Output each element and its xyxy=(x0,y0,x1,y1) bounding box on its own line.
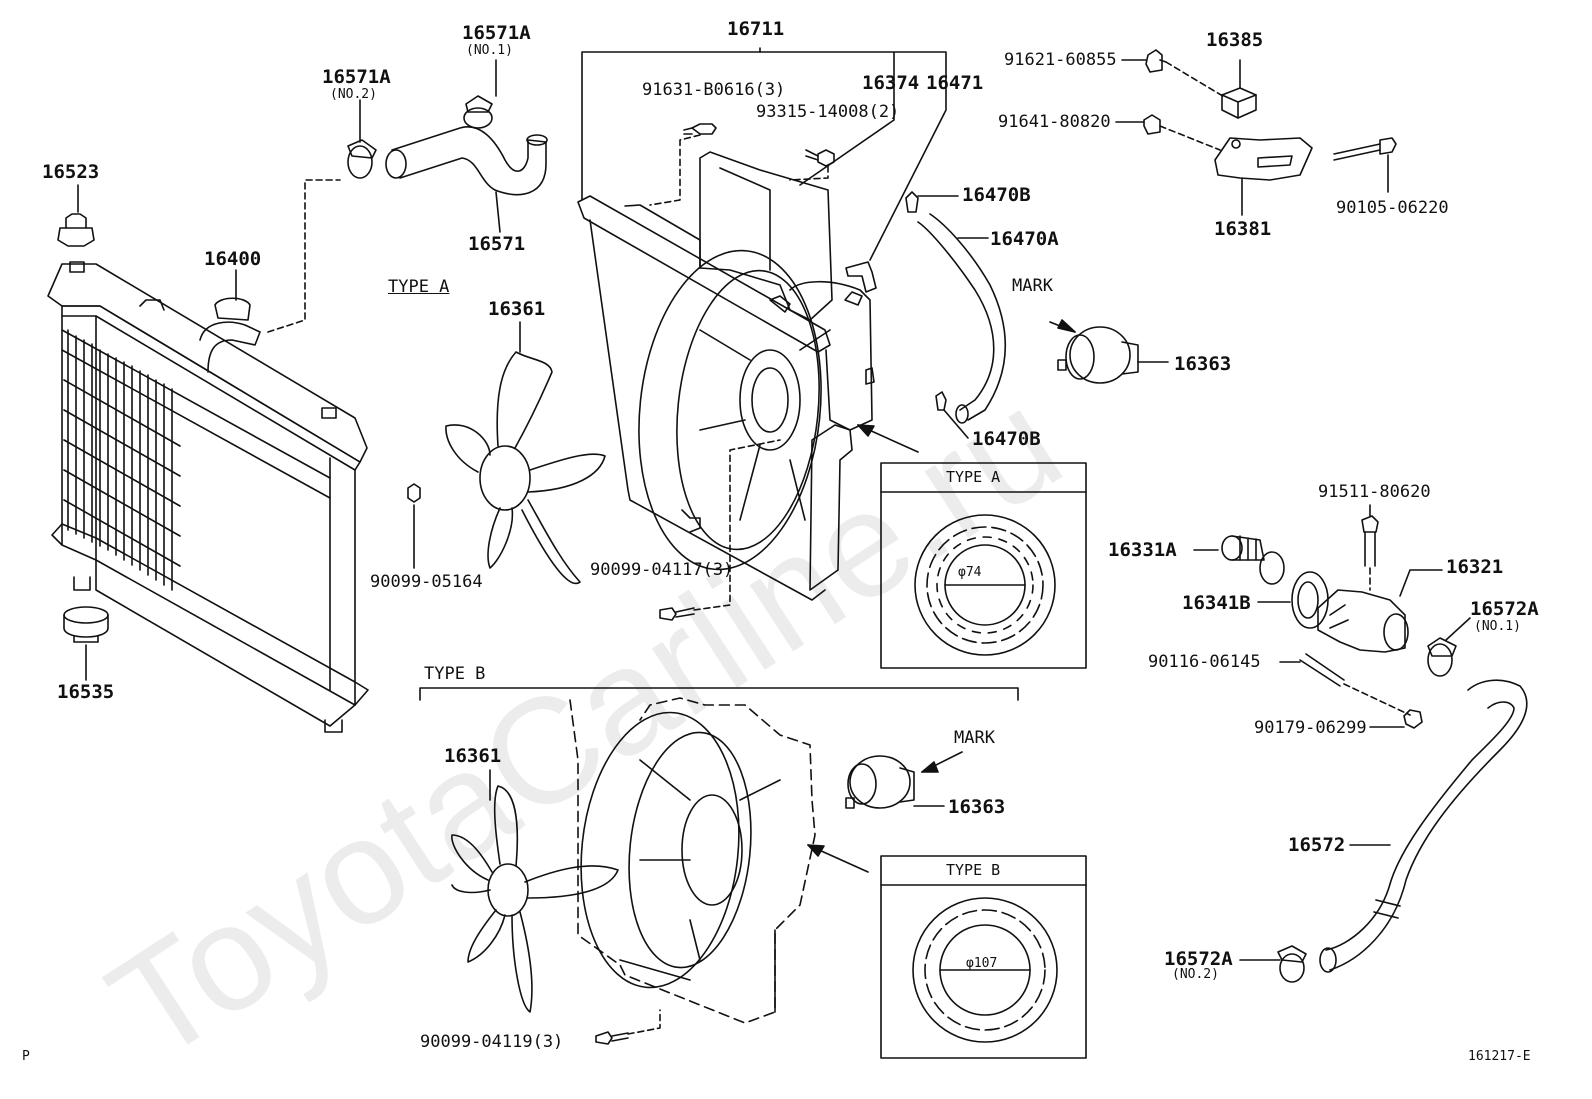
clamp-16572A-no2 xyxy=(1277,945,1307,983)
label-16400: 16400 xyxy=(204,248,262,270)
bolt-91641 xyxy=(1143,114,1161,135)
label-16571A-no1-note: (NO.1) xyxy=(466,43,513,58)
screw-90099-04119 xyxy=(595,1031,629,1045)
fan-shroud-type-a xyxy=(577,151,875,601)
label-16571A-no1: 16571A xyxy=(462,22,531,44)
clamp-16571A-no2 xyxy=(347,139,377,179)
hose-16470A xyxy=(917,213,1006,424)
detail-a-title: TYPE A xyxy=(946,468,1001,486)
label-16361-a: 16361 xyxy=(488,298,546,320)
label-16572A-no1-note: (NO.1) xyxy=(1474,619,1521,634)
detail-b-title: TYPE B xyxy=(946,861,1001,879)
bracket-16381 xyxy=(1214,137,1313,181)
label-16523: 16523 xyxy=(42,161,100,183)
fan-shroud-type-b xyxy=(569,697,816,1024)
detail-box-type-a xyxy=(880,462,1087,669)
bolt-91511 xyxy=(1361,515,1379,567)
fan-motor-16363-a xyxy=(1057,326,1139,384)
corner-left-mark: P xyxy=(22,1049,30,1064)
label-16470B-bottom: 16470B xyxy=(972,428,1041,450)
gasket-16341B xyxy=(1291,571,1329,629)
label-16572A-no2: 16572A xyxy=(1164,948,1233,970)
figure-number: 161217-E xyxy=(1468,1049,1531,1064)
thermostat-16331A xyxy=(1221,535,1285,585)
clamp-16572A-no1 xyxy=(1427,637,1457,677)
block-16385 xyxy=(1221,87,1257,119)
bracket-16711 xyxy=(581,51,947,261)
fan-motor-16363-b xyxy=(845,755,915,809)
label-90099-04119: 90099-04119(3) xyxy=(420,1032,564,1052)
label-16571: 16571 xyxy=(468,233,526,255)
label-16374: 16374 xyxy=(862,72,920,94)
label-16470A: 16470A xyxy=(990,228,1059,250)
label-91631-b0616: 91631-B0616(3) xyxy=(642,80,786,100)
bracket-type-b xyxy=(419,687,1019,701)
radiator-drawing xyxy=(47,261,369,733)
bolt-90105 xyxy=(1333,137,1397,161)
label-93315-14008: 93315-14008(2) xyxy=(756,102,900,122)
label-90179-06299: 90179-06299 xyxy=(1254,718,1367,738)
label-16471: 16471 xyxy=(926,72,984,94)
label-type-a: TYPE A xyxy=(388,277,450,297)
label-90099-05164: 90099-05164 xyxy=(370,572,483,592)
label-16572: 16572 xyxy=(1288,834,1346,856)
label-90099-04117: 90099-04117(3) xyxy=(590,560,734,580)
clip-16470B-bottom xyxy=(935,391,947,411)
label-16571A-no2-note: (NO.2) xyxy=(330,87,377,102)
screw-90099-04117 xyxy=(659,607,695,621)
label-16381: 16381 xyxy=(1214,218,1272,240)
water-inlet-16321 xyxy=(1317,589,1409,653)
label-mark-a: MARK xyxy=(1012,276,1053,296)
bolt-91621 xyxy=(1145,49,1167,73)
nut-90179 xyxy=(1403,709,1423,729)
label-16363-b: 16363 xyxy=(948,796,1006,818)
bolt-91631 xyxy=(683,123,717,135)
label-16321: 16321 xyxy=(1446,556,1504,578)
label-16361-b: 16361 xyxy=(444,745,502,767)
label-16711: 16711 xyxy=(727,18,785,40)
fan-blade-type-a xyxy=(445,351,606,585)
hose-16571 xyxy=(385,126,548,196)
label-16572A-no2-note: (NO.2) xyxy=(1172,967,1219,982)
label-type-b: TYPE B xyxy=(424,664,486,684)
label-16535: 16535 xyxy=(57,681,115,703)
bolt-93315 xyxy=(805,149,835,167)
label-91641-80820: 91641-80820 xyxy=(998,112,1111,132)
label-16363-a: 16363 xyxy=(1174,353,1232,375)
bracket-16471 xyxy=(845,261,877,293)
label-16571A-no2: 16571A xyxy=(322,66,391,88)
detail-box-type-b xyxy=(880,855,1087,1059)
nut-90099-05164 xyxy=(407,483,421,503)
cushion-16523 xyxy=(57,213,95,247)
label-16331A: 16331A xyxy=(1108,539,1177,561)
label-16470B-top: 16470B xyxy=(962,184,1031,206)
label-90105-06220: 90105-06220 xyxy=(1336,198,1449,218)
label-16341B: 16341B xyxy=(1182,592,1251,614)
label-91621-60855: 91621-60855 xyxy=(1004,50,1117,70)
label-90116-06145: 90116-06145 xyxy=(1148,652,1261,672)
hose-16572 xyxy=(1319,679,1528,973)
cushion-16535 xyxy=(63,606,109,643)
stud-90116 xyxy=(1299,653,1345,687)
detail-a-dimension: φ74 xyxy=(958,565,982,580)
label-mark-b: MARK xyxy=(954,728,995,748)
fan-blade-type-b xyxy=(451,785,619,1013)
label-16572A-no1: 16572A xyxy=(1470,598,1539,620)
label-91511-80620: 91511-80620 xyxy=(1318,482,1431,502)
clip-16470B-top xyxy=(905,191,919,213)
label-16385: 16385 xyxy=(1206,29,1264,51)
clamp-16571A-no1 xyxy=(463,95,493,129)
detail-b-dimension: φ107 xyxy=(966,956,998,971)
